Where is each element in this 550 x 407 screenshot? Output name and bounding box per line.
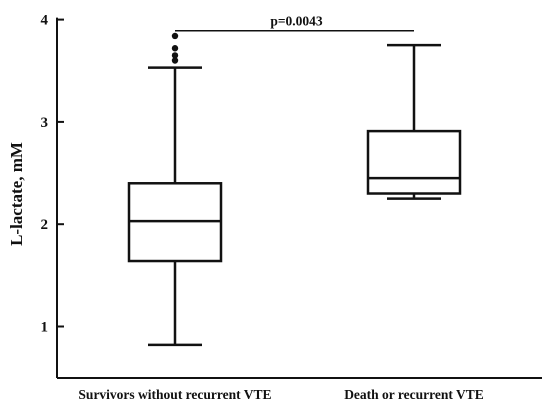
box-iqr [366,129,462,195]
outlier-point [171,45,179,52]
y-tick-label: 2 [41,217,49,233]
y-tick-label: 4 [41,13,49,29]
y-tick-label: 3 [41,115,49,131]
y-tick-label: 1 [41,320,49,336]
y-axis-title: L-lactate, mM [7,142,26,246]
outlier-point [171,32,179,40]
x-category-label: Death or recurrent VTE [344,387,484,402]
outlier-point [171,52,179,59]
x-category-label: Survivors without recurrent VTE [78,387,271,402]
chart-marks: p=0.0043 [127,14,462,347]
outlier-point [171,57,179,64]
p-value-label: p=0.0043 [270,14,323,29]
